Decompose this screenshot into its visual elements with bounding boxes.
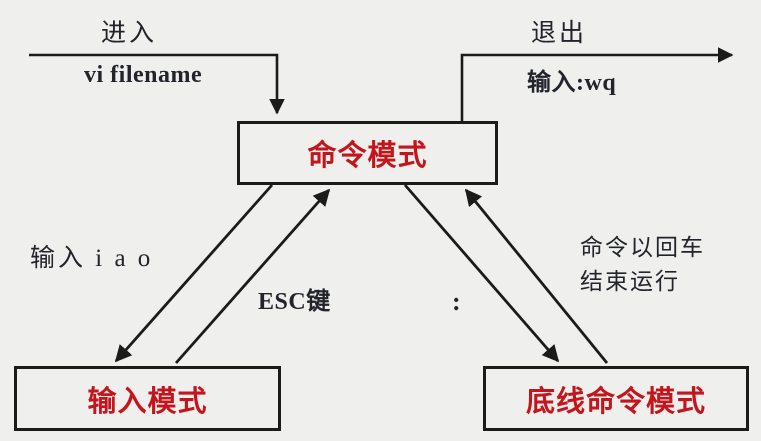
edge-insert-to-command xyxy=(174,188,331,364)
label-vi-filename-command: vi filename xyxy=(84,62,203,88)
label-colon: : xyxy=(452,287,461,316)
edge-command-to-lastline xyxy=(403,184,560,363)
label-esc-key: ESC键 xyxy=(258,289,331,315)
label-input-iao: 输入 i a o xyxy=(30,245,154,272)
node-insert-mode[interactable]: 输入模式 xyxy=(14,366,281,431)
label-exit: 退出 xyxy=(531,20,588,47)
node-lastline-command-mode[interactable]: 底线命令模式 xyxy=(483,366,749,431)
label-enter: 进入 xyxy=(101,20,158,47)
label-input-wq-command: 输入:wq xyxy=(527,70,617,96)
node-command-mode[interactable]: 命令模式 xyxy=(237,121,498,185)
label-enter-to-run: 命令以回车 结束运行 xyxy=(580,235,705,294)
